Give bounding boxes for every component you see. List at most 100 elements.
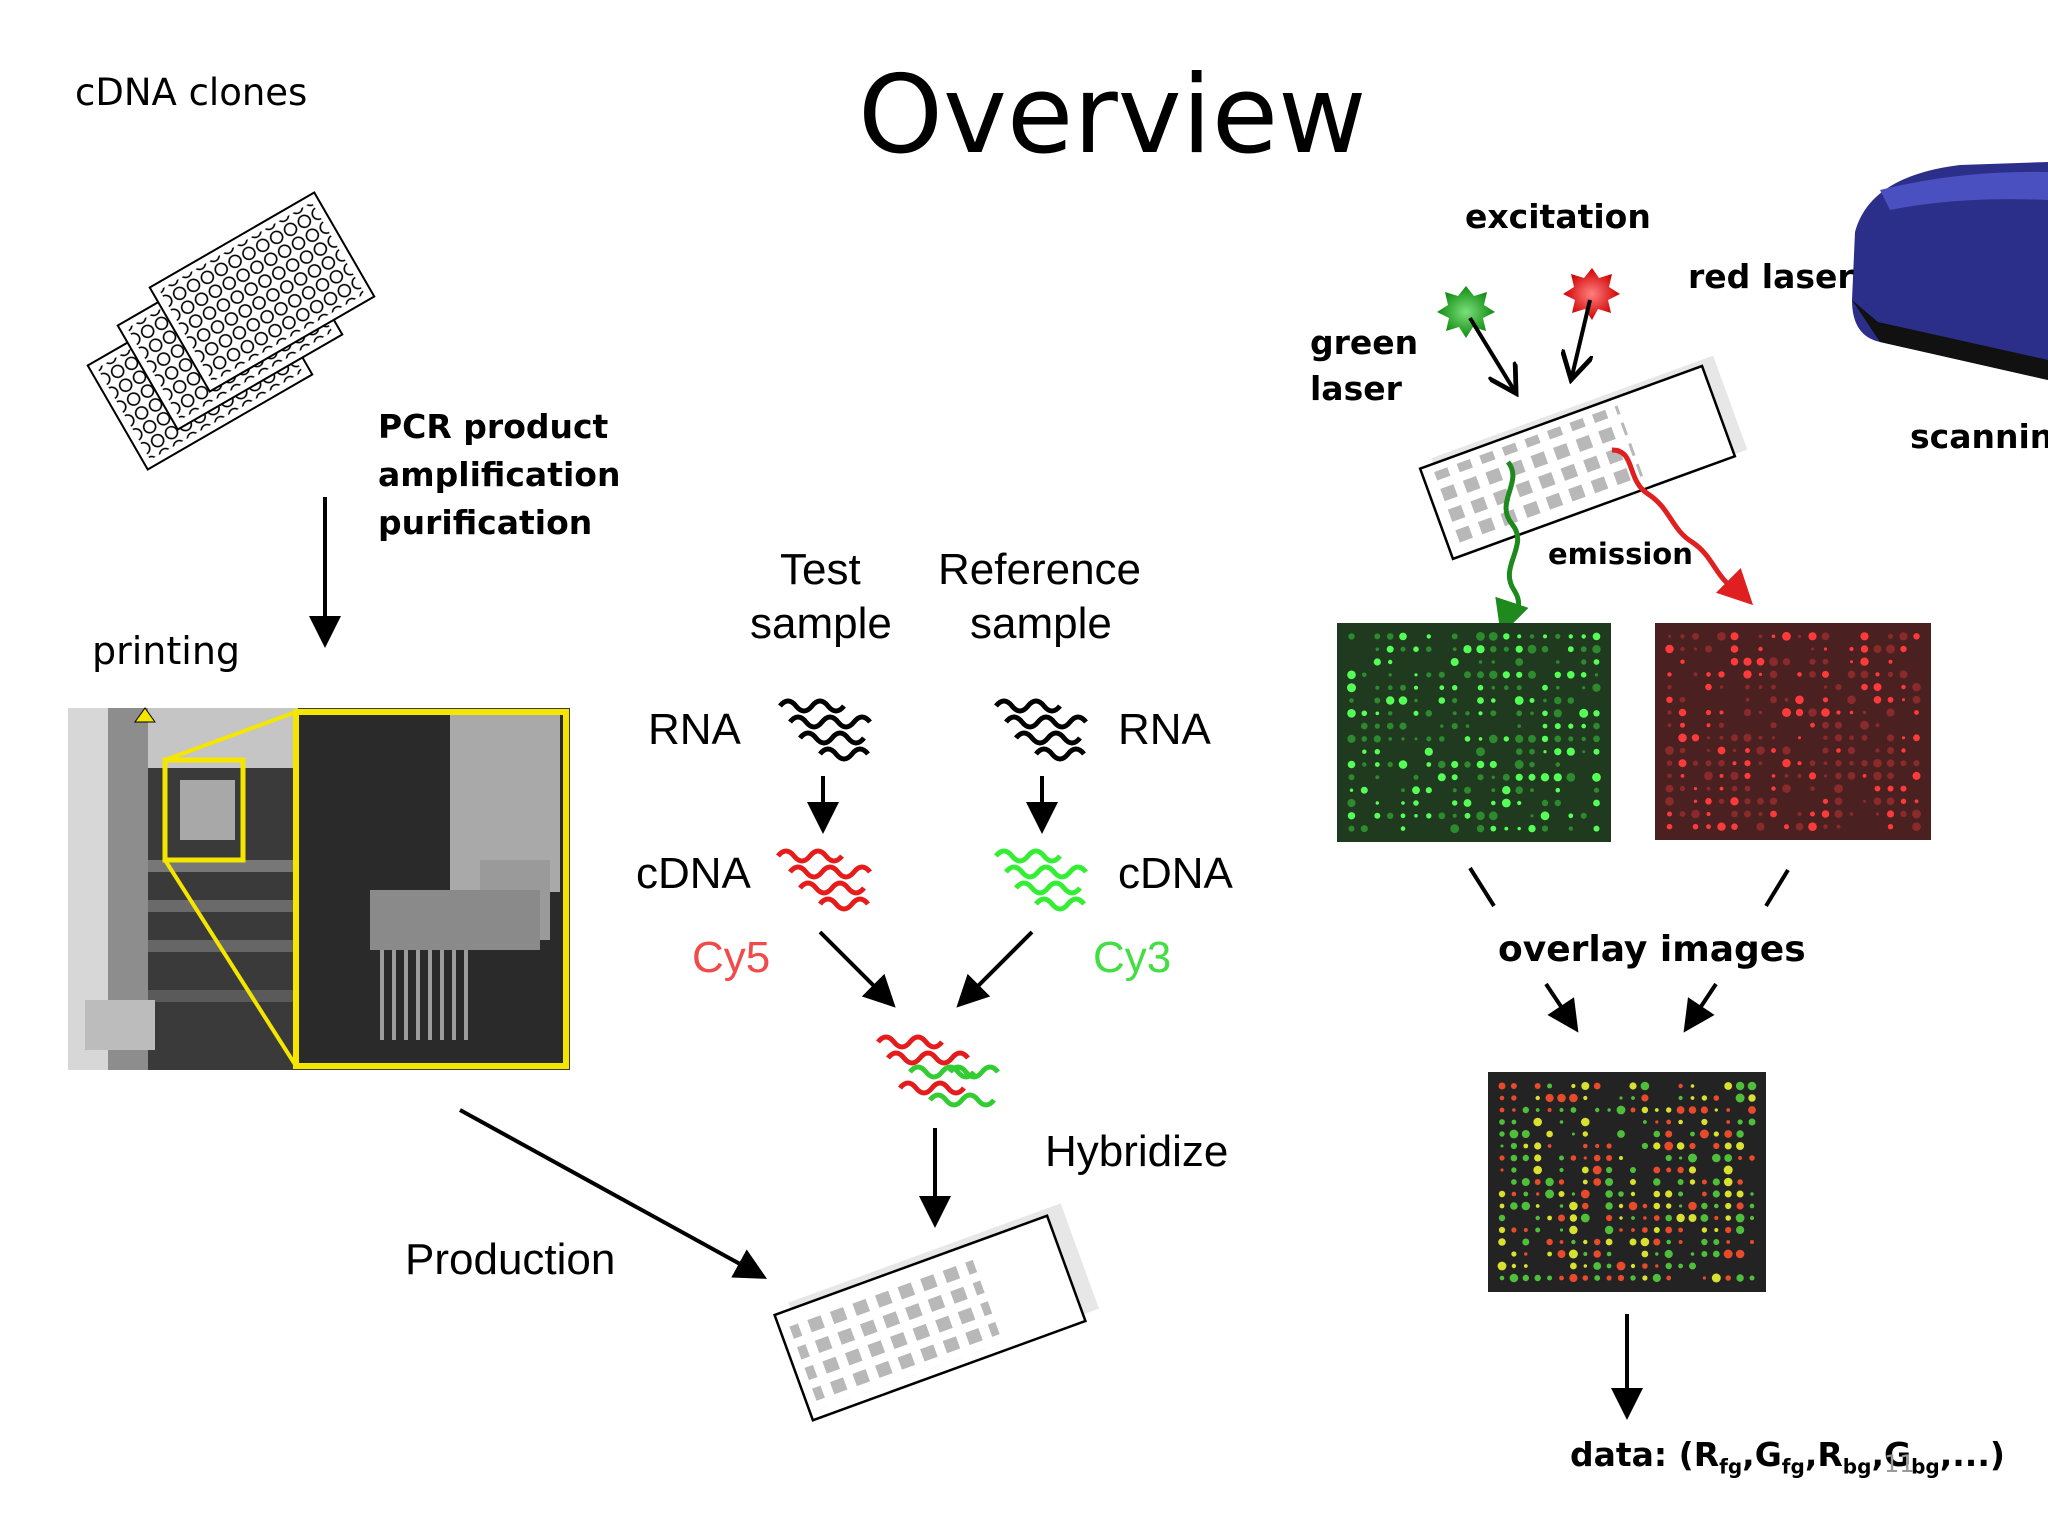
array-spot: [1836, 748, 1841, 753]
array-spot: [1488, 811, 1498, 821]
array-spot: [1809, 760, 1816, 767]
line-red-to-overlay: [1764, 868, 1790, 908]
array-spot: [1517, 724, 1521, 728]
data-term: R: [1693, 1435, 1720, 1474]
array-spot: [1511, 1191, 1517, 1197]
array-spot: [1570, 1107, 1577, 1113]
array-spot: [1706, 736, 1711, 740]
array-spot: [1374, 633, 1381, 640]
array-spot: [1426, 634, 1432, 639]
array-spot: [1712, 1190, 1720, 1198]
array-spot: [1736, 1225, 1745, 1235]
cdna-label-reference: cDNA: [1118, 849, 1233, 898]
array-spot: [1666, 1107, 1672, 1113]
array-spot: [1797, 773, 1802, 779]
array-spot: [1523, 1143, 1529, 1149]
array-spot: [1477, 774, 1484, 781]
array-spot: [1571, 1132, 1575, 1136]
array-spot: [1712, 1178, 1720, 1186]
array-spot: [1900, 810, 1907, 818]
green-scan-image: [1337, 623, 1611, 842]
array-spot: [1736, 1190, 1744, 1198]
array-spot: [1735, 1249, 1745, 1259]
array-spot: [1713, 1131, 1719, 1137]
array-spot: [1736, 1202, 1744, 1210]
scanner-device-image: [1852, 162, 2048, 380]
array-spot: [1835, 772, 1842, 780]
array-spot: [1758, 672, 1763, 677]
array-spot: [1860, 657, 1869, 666]
array-spot: [1678, 1227, 1683, 1233]
array-spot: [1712, 1250, 1720, 1258]
array-spot: [1726, 1108, 1731, 1112]
data-term: R: [1817, 1435, 1843, 1474]
array-spot: [1515, 734, 1524, 744]
array-spot: [1749, 1203, 1755, 1209]
array-spot: [1347, 812, 1356, 820]
array-spot: [1438, 671, 1445, 678]
array-spot: [1758, 634, 1763, 639]
printing-robot-photo: [68, 707, 570, 1070]
page-title: Overview: [858, 53, 1367, 178]
array-spot: [1581, 736, 1586, 742]
array-spot: [1373, 735, 1381, 743]
array-spot: [1821, 632, 1830, 641]
array-spot: [1702, 1191, 1707, 1197]
array-spot: [1676, 1213, 1685, 1223]
array-spot: [1543, 698, 1547, 703]
array-spot: [1665, 1130, 1673, 1138]
array-spot: [1477, 671, 1484, 679]
array-spot: [1477, 697, 1484, 704]
cdna-label-test: cDNA: [636, 849, 751, 898]
array-spot: [1707, 749, 1710, 752]
array-spot: [1593, 710, 1600, 717]
array-spot: [1769, 797, 1778, 805]
array-spot: [1426, 736, 1432, 742]
array-spot: [1665, 1190, 1673, 1198]
array-spot: [1547, 1108, 1552, 1112]
array-spot: [1913, 760, 1920, 767]
array-spot: [1439, 685, 1445, 691]
array-spot: [1706, 812, 1711, 816]
cy5-label: Cy5: [692, 933, 771, 982]
array-spot: [1731, 810, 1738, 818]
array-spot: [1726, 1120, 1731, 1124]
array-spot: [1900, 798, 1907, 804]
array-spot: [1701, 1251, 1708, 1257]
array-spot: [1823, 761, 1828, 766]
array-spot: [1690, 1252, 1695, 1256]
array-spot: [1678, 1083, 1683, 1089]
array-spot: [1374, 697, 1381, 704]
array-spot: [1691, 809, 1700, 819]
array-spot: [1821, 708, 1830, 717]
array-spot: [1849, 646, 1854, 652]
array-spot: [1607, 1108, 1611, 1112]
array-spot: [1642, 1275, 1648, 1281]
array-spot: [1491, 775, 1496, 779]
array-spot: [1678, 1240, 1683, 1244]
array-spot: [1618, 1203, 1624, 1209]
array-spot: [1511, 1167, 1517, 1173]
array-spot: [1414, 737, 1418, 741]
array-spot: [1594, 673, 1599, 677]
array-spot: [1771, 634, 1776, 639]
array-spot: [1730, 771, 1739, 781]
array-spot: [1528, 670, 1536, 679]
array-spot: [1583, 1252, 1588, 1256]
array-spot: [1557, 1093, 1566, 1103]
array-spot: [1714, 1215, 1719, 1221]
array-spot: [1477, 684, 1484, 691]
array-spot: [1724, 1082, 1733, 1090]
array-spot: [1559, 1204, 1564, 1208]
array-spot: [1555, 633, 1561, 640]
array-spot: [1500, 1168, 1504, 1172]
array-spot: [1580, 646, 1587, 653]
array-spot: [1388, 659, 1393, 665]
array-spot: [1690, 1084, 1695, 1088]
array-spot: [1692, 823, 1699, 830]
array-spot: [1849, 812, 1854, 816]
array-spot: [1653, 1178, 1661, 1186]
array-spot: [1688, 1201, 1697, 1211]
array-spot: [1810, 722, 1815, 728]
